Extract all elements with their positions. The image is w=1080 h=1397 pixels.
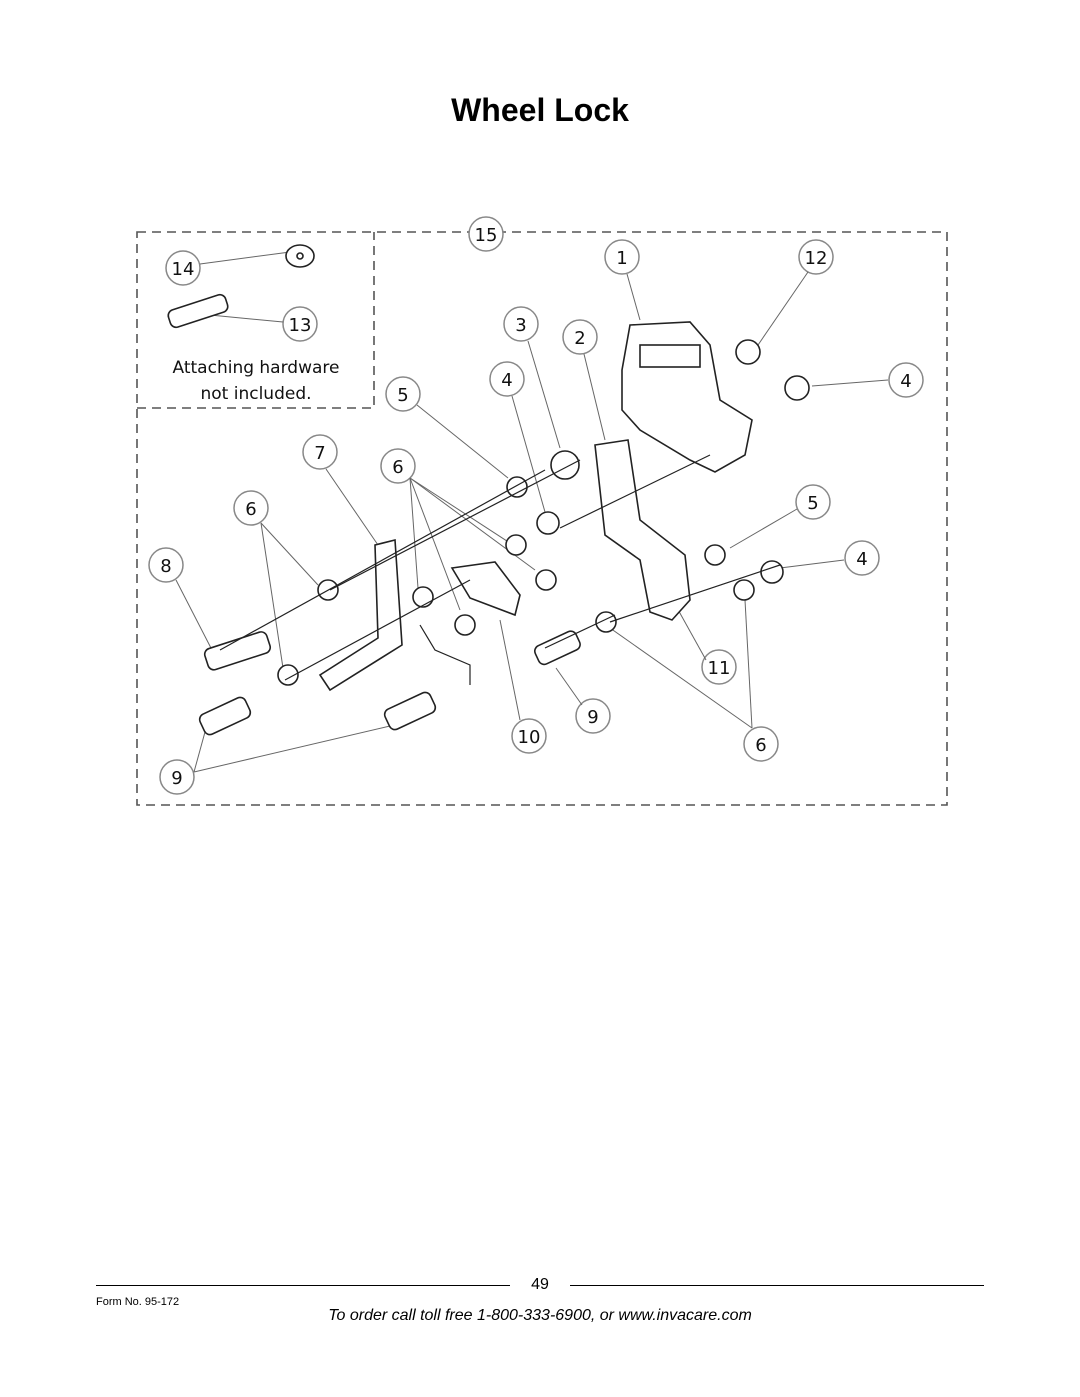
footer-rule-right (570, 1285, 984, 1286)
footer-rule-left (96, 1285, 510, 1286)
callout-5b: 5 (807, 493, 818, 514)
callout-9b: 9 (171, 768, 182, 789)
callout-3: 3 (515, 315, 526, 336)
callout-7: 7 (314, 443, 325, 464)
diagram-frame (136, 231, 948, 806)
callout-9a: 9 (587, 707, 598, 728)
callout-4a: 4 (501, 370, 512, 391)
callout-11: 11 (708, 658, 731, 679)
hardware-note-box (137, 232, 375, 409)
callout-15: 15 (475, 225, 498, 246)
callout-4c: 4 (856, 549, 867, 570)
callout-8: 8 (160, 556, 171, 577)
callout-6c: 6 (755, 735, 766, 756)
callout-6a: 6 (392, 457, 403, 478)
callout-5a: 5 (397, 385, 408, 406)
callout-14: 14 (172, 259, 195, 280)
hardware-note-line1: Attaching hardware (173, 358, 340, 378)
callout-10: 10 (518, 727, 541, 748)
callout-4b: 4 (900, 371, 911, 392)
callout-2: 2 (574, 328, 585, 349)
page-number: 49 (531, 1276, 549, 1293)
callout-6b: 6 (245, 499, 256, 520)
callout-13: 13 (289, 315, 312, 336)
callout-12: 12 (805, 248, 828, 269)
form-number: Form No. 95-172 (96, 1296, 180, 1308)
order-info: To order call toll free 1-800-333-6900, … (328, 1307, 752, 1324)
page-title: Wheel Lock (451, 92, 629, 128)
hardware-note-line2: not included. (200, 384, 311, 404)
callout-1: 1 (616, 248, 627, 269)
